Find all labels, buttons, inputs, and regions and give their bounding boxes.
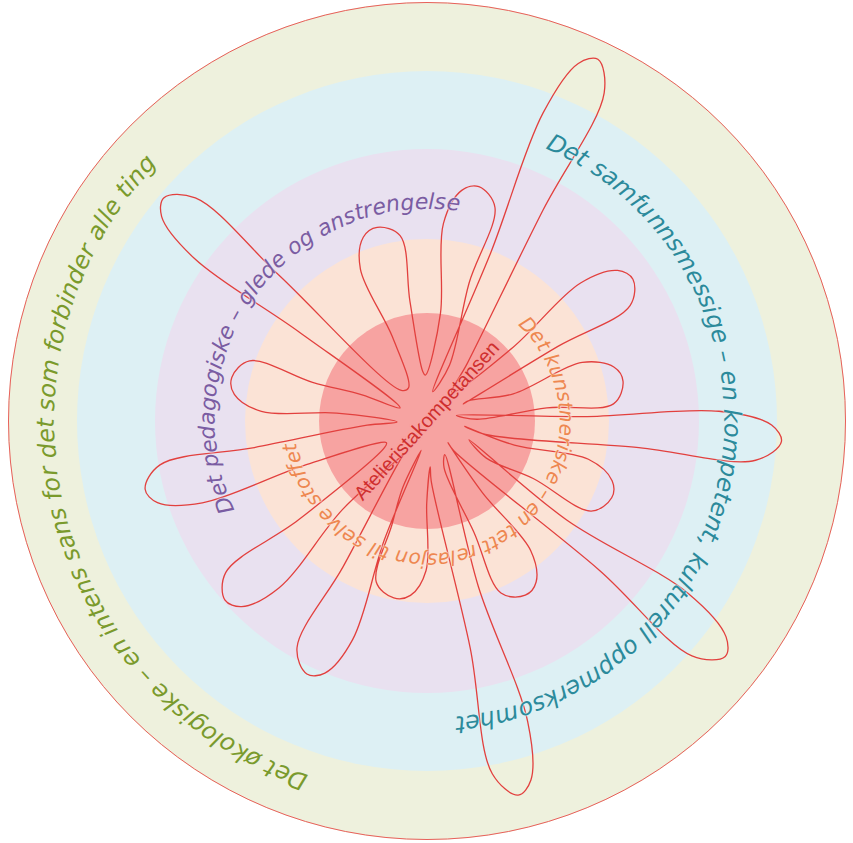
ring-label: Det økologiske – en intens sans for det …: [8, 2, 846, 840]
ring-ground: [245, 239, 609, 603]
society-ring: AtelieristakompetansenDet kunstneriske –…: [77, 71, 777, 771]
circle-border: [246, 240, 609, 603]
ecology-ring: AtelieristakompetansenDet kunstneriske –…: [8, 2, 846, 840]
pedagogy-ring: AtelieristakompetansenDet kunstneriske –…: [155, 149, 699, 693]
ring-label: Det kunstneriske – en tett relasjon til …: [245, 239, 609, 603]
circle-border: [320, 314, 535, 529]
flower-scribble: [145, 58, 781, 795]
ring-ground: [8, 2, 846, 840]
circle-border: [156, 150, 699, 693]
core-label: Atelieristakompetansen: [350, 337, 504, 504]
circle-border: [78, 72, 777, 771]
ring-ground: [77, 71, 777, 771]
circle-border: [9, 3, 846, 840]
core-circle: Atelieristakompetansen: [319, 313, 535, 529]
ring-label: Det samfunnsmessige – en kompetent, kult…: [77, 71, 777, 771]
ring-label: Det pedagogiske – glede og anstrengelse: [155, 149, 699, 693]
art-ring: AtelieristakompetansenDet kunstneriske –…: [245, 239, 609, 603]
ring-ground: [155, 149, 699, 693]
flower-scribble-line: [145, 58, 781, 795]
